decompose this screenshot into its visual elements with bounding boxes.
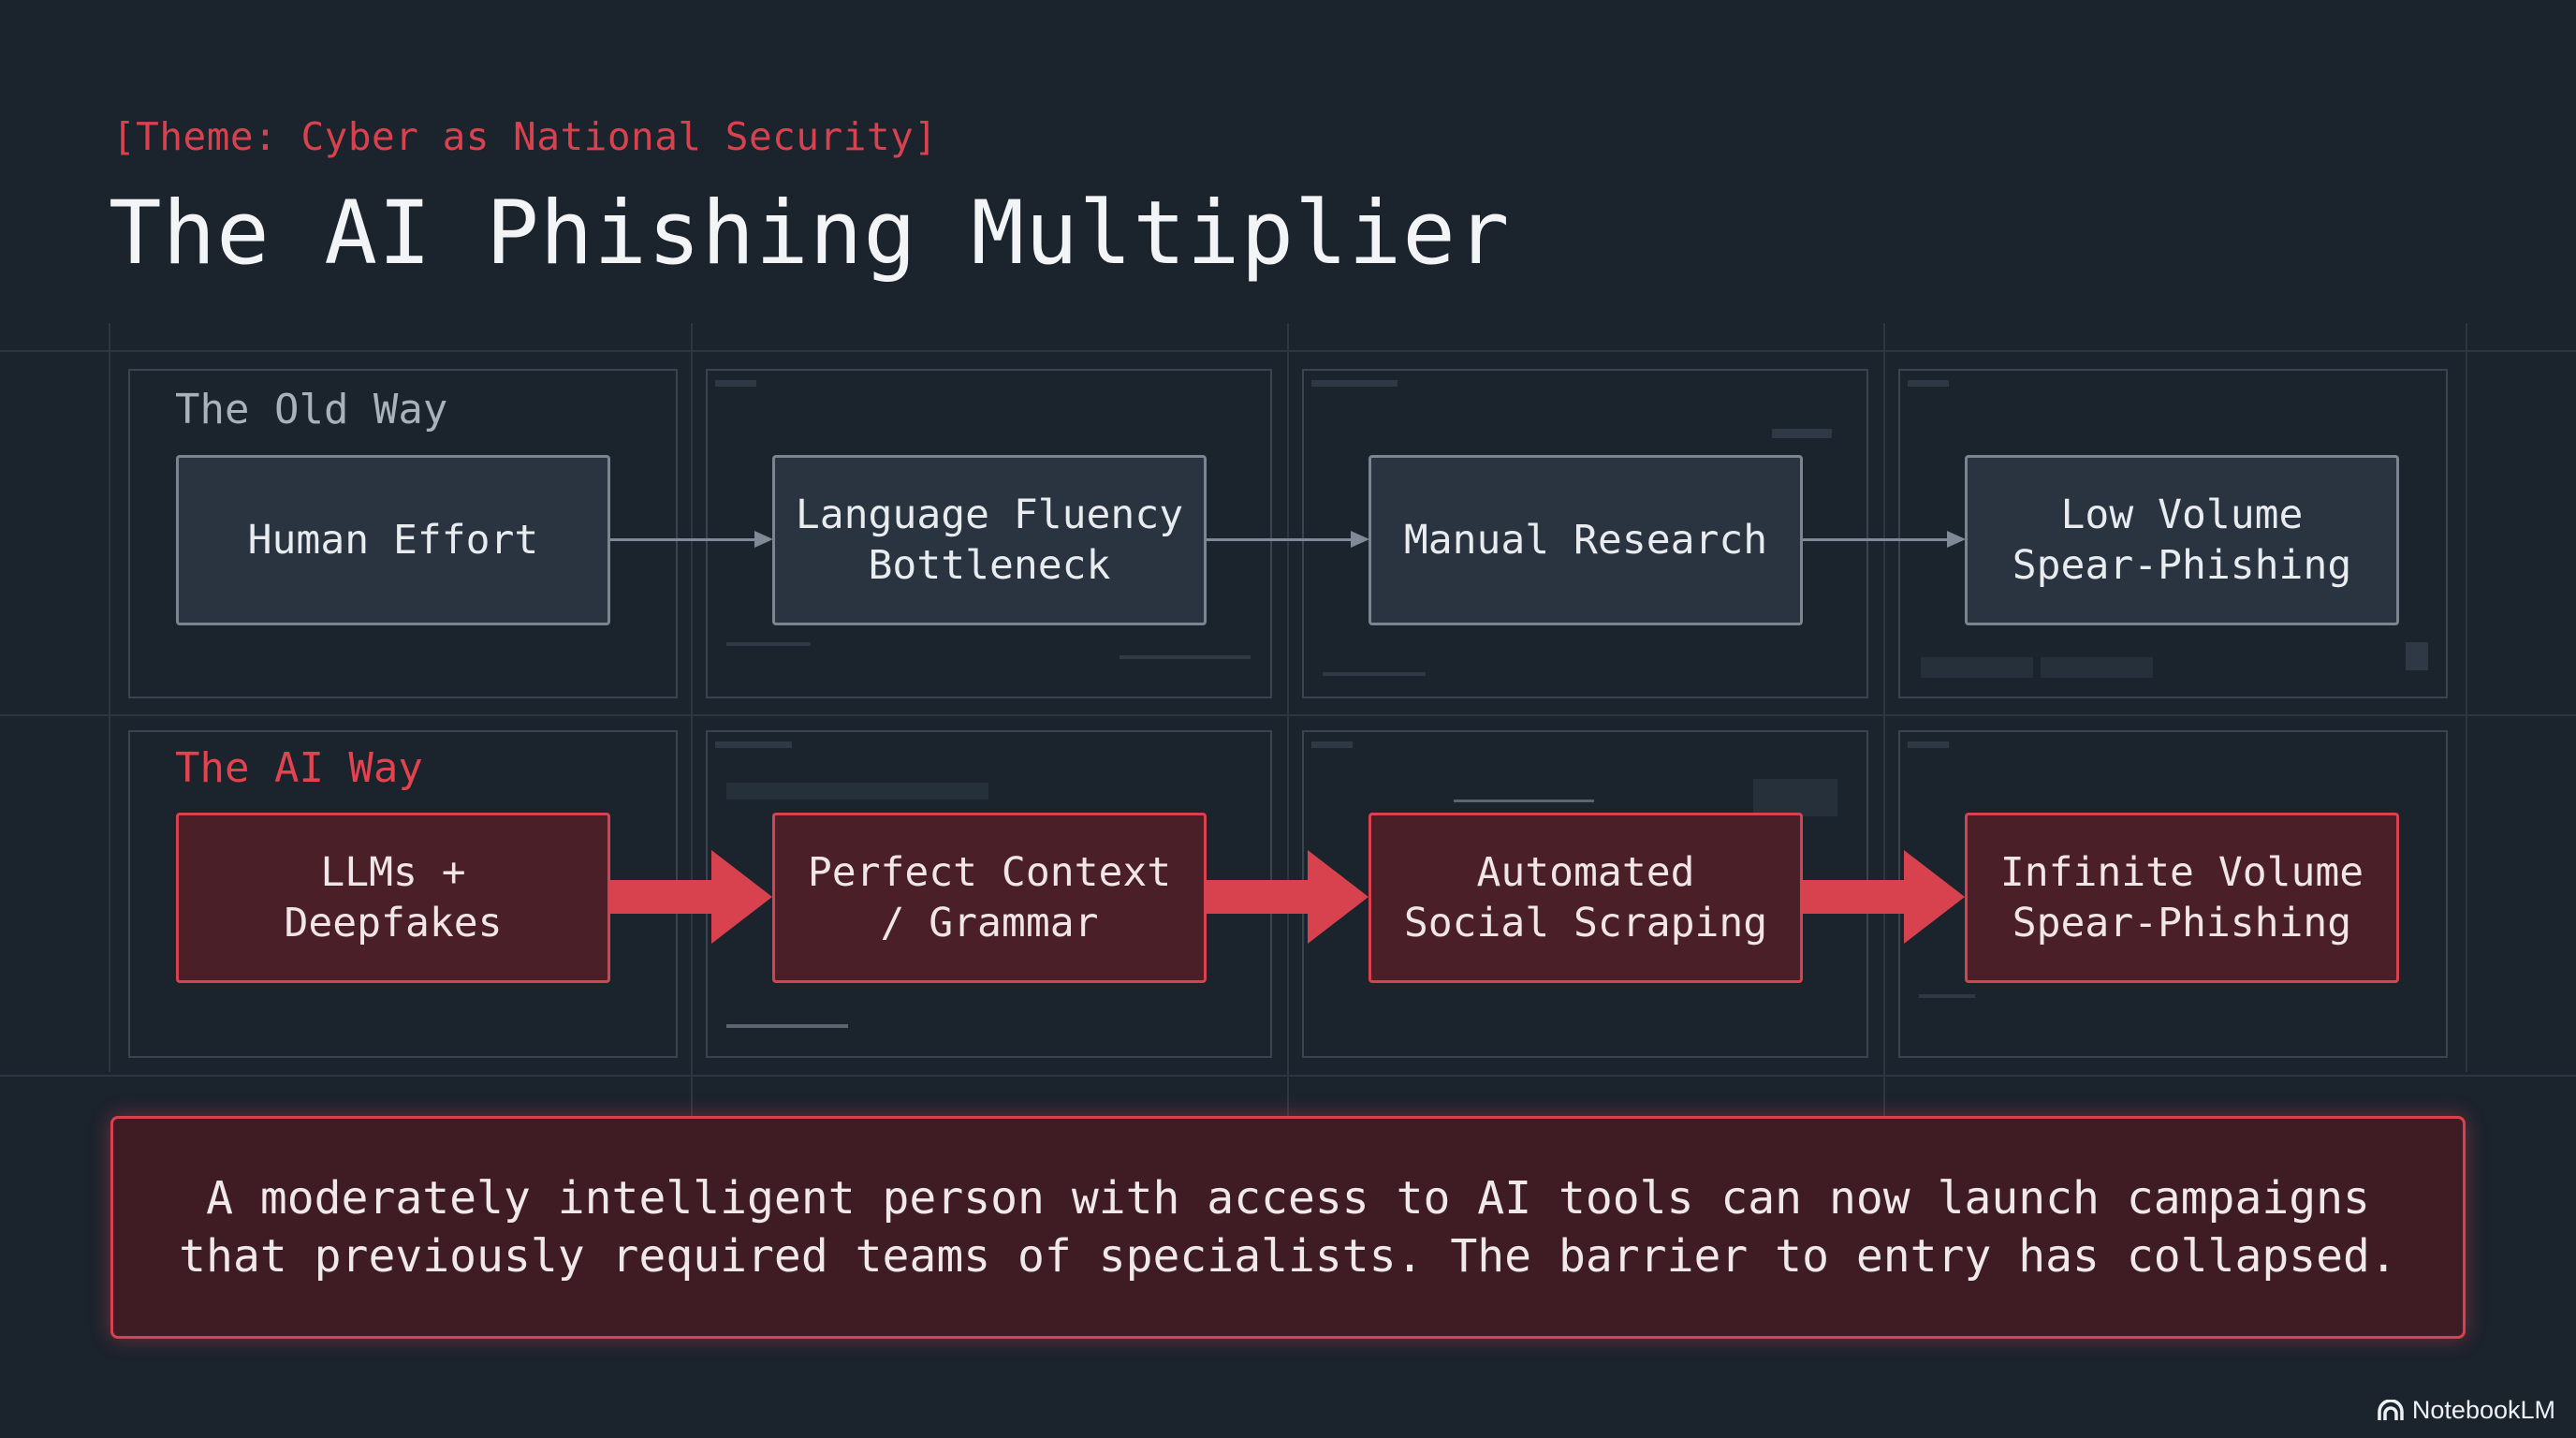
thick-arrow-icon	[1207, 850, 1368, 944]
ai-step-llms-deepfakes: LLMs + Deepfakes	[176, 813, 610, 983]
ai-step-perfect-context: Perfect Context / Grammar	[772, 813, 1207, 983]
mock-panel	[706, 369, 1272, 698]
conclusion-callout: A moderately intelligent person with acc…	[110, 1116, 2466, 1339]
connector-line	[1803, 538, 1949, 541]
theme-label: [Theme: Cyber as National Security]	[112, 114, 938, 159]
mock-panel	[1898, 369, 2448, 698]
connector-line	[610, 538, 756, 541]
grid-line	[2466, 323, 2467, 1072]
brand-name: NotebookLM	[2411, 1396, 2555, 1424]
old-step-manual-research: Manual Research	[1368, 455, 1803, 625]
notebooklm-logo-icon	[2378, 1399, 2404, 1420]
old-way-panel	[128, 369, 678, 698]
mock-panel	[1302, 369, 1868, 698]
old-step-low-volume: Low Volume Spear-Phishing	[1965, 455, 2399, 625]
ai-step-social-scraping: Automated Social Scraping	[1368, 813, 1803, 983]
ai-way-label: The AI Way	[175, 744, 423, 792]
page-title: The AI Phishing Multiplier	[109, 183, 1511, 285]
grid-line	[1287, 323, 1289, 1119]
arrow-head-icon	[1947, 531, 1966, 548]
thick-arrow-icon	[1803, 850, 1965, 944]
arrow-head-icon	[754, 531, 773, 548]
grid-line	[109, 323, 110, 1072]
connector-line	[1207, 538, 1353, 541]
old-step-language-fluency: Language Fluency Bottleneck	[772, 455, 1207, 625]
ai-step-infinite-volume: Infinite Volume Spear-Phishing	[1965, 813, 2399, 983]
grid-line	[1883, 323, 1885, 1119]
conclusion-text: A moderately intelligent person with acc…	[179, 1172, 2397, 1283]
old-way-label: The Old Way	[175, 386, 448, 433]
arrow-head-icon	[1351, 531, 1369, 548]
old-step-human-effort: Human Effort	[176, 455, 610, 625]
thick-arrow-icon	[610, 850, 772, 944]
grid-line	[691, 323, 693, 1119]
notebooklm-badge: NotebookLM	[2377, 1396, 2555, 1425]
